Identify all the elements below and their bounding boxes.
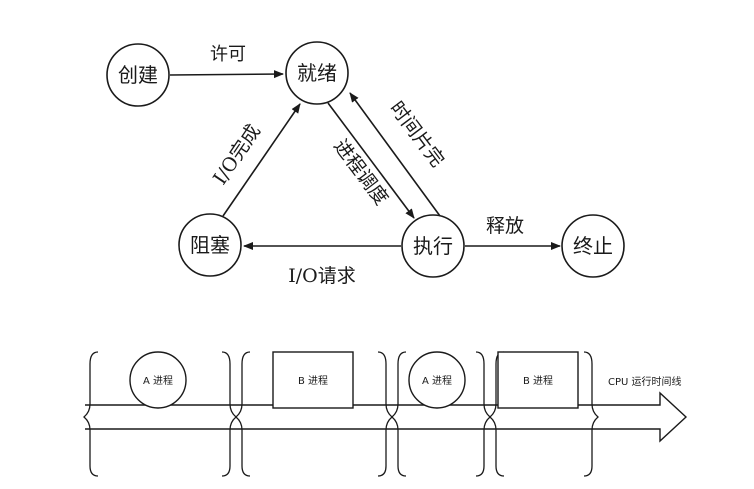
segment-4-label: B 进程: [523, 375, 553, 387]
segment-3-label: A 进程: [422, 375, 452, 387]
segment-1-label: A 进程: [143, 375, 173, 387]
state-blocked: 阻塞: [178, 213, 242, 277]
label-io-complete: I/O完成: [209, 121, 265, 189]
state-blocked-label: 阻塞: [190, 233, 230, 257]
timeline-segment-3: A 进程: [408, 351, 466, 409]
arrow-create-to-ready: [169, 70, 284, 79]
state-create: 创建: [106, 43, 170, 107]
label-time-slice-done: 时间片完: [385, 97, 448, 171]
cpu-timeline-arrow: [85, 391, 688, 443]
state-ready-label: 就绪: [297, 61, 337, 85]
timeline-braces: [82, 351, 600, 477]
state-terminate: 终止: [561, 214, 625, 278]
state-create-label: 创建: [118, 63, 158, 87]
segment-2-label: B 进程: [298, 375, 328, 387]
arrow-running-to-ready: [349, 92, 441, 217]
arrow-ready-to-running: [327, 102, 415, 219]
timeline-label: CPU 运行时间线: [608, 375, 682, 388]
state-running-label: 执行: [413, 234, 453, 258]
state-terminate-label: 终止: [573, 234, 613, 258]
label-release: 释放: [486, 215, 524, 237]
state-running: 执行: [401, 214, 465, 278]
label-permit: 许可: [210, 44, 246, 65]
timeline-segment-4: B 进程: [497, 351, 579, 409]
timeline-segment-1: A 进程: [129, 351, 187, 409]
arrow-blocked-to-ready: [222, 103, 301, 217]
label-io-request: I/O请求: [288, 265, 355, 287]
state-ready: 就绪: [285, 41, 349, 105]
timeline-segment-2: B 进程: [272, 351, 354, 409]
